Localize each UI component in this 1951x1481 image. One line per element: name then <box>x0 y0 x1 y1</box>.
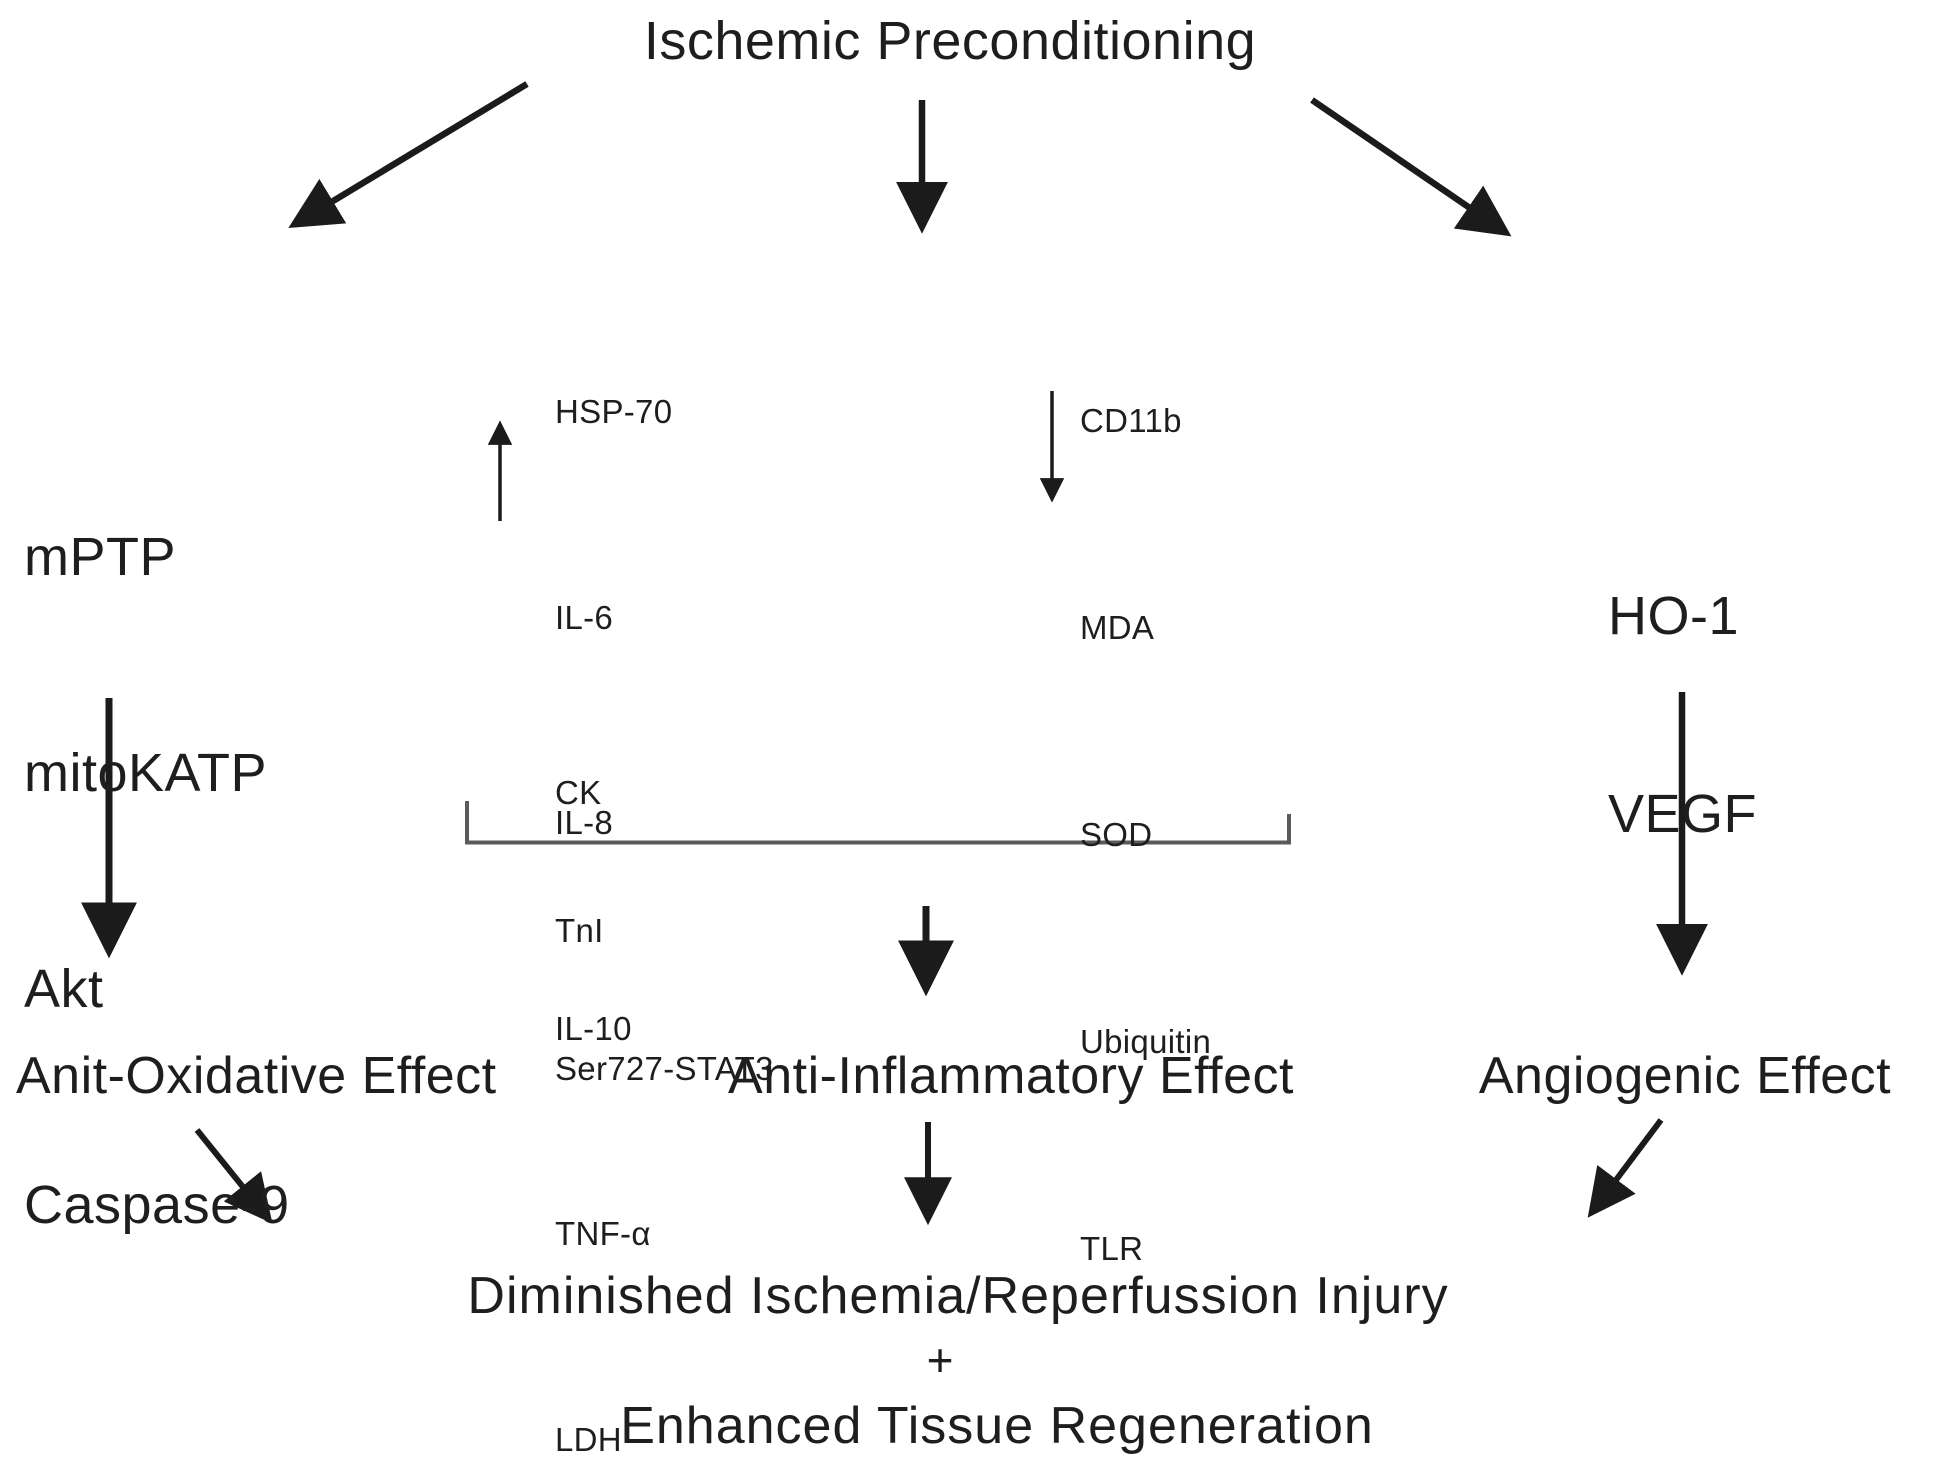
marker-label: TNF-α <box>555 1215 651 1252</box>
marker-label: CD11b <box>1080 402 1182 439</box>
effect-label-antiinflammatory: Anti-Inflammatory Effect <box>728 1047 1294 1105</box>
right-mediators-list: HO-1 VEGF <box>1608 451 1757 979</box>
marker-label: IL-10 <box>555 1009 632 1047</box>
mediator-label: VEGF <box>1608 784 1758 844</box>
arrow-angiogenic-to-outcome <box>1587 1118 1664 1218</box>
effect-label-antioxidative: Anit-Oxidative Effect <box>16 1047 497 1105</box>
marker-label: TLR <box>1080 1230 1144 1267</box>
left-mediators-list: mPTP mitoKATP Akt Caspase-9 <box>24 377 290 1385</box>
mediator-label: mPTP <box>24 527 177 587</box>
marker-label: IL-8 <box>555 804 614 841</box>
outcome-line-injury: Diminished Ischemia/Reperfussion Injury <box>467 1267 1449 1325</box>
plus-sign: + <box>926 1334 954 1386</box>
marker-label: Ubiquitin <box>1080 1023 1212 1060</box>
arrow-title-to-left-pathway <box>288 81 529 229</box>
center-upregulated-list: HSP-70 IL-6 IL-8 IL-10 TNF-α LDH <box>555 241 672 1481</box>
mediator-label: mitoKATP <box>24 743 268 803</box>
outcome-line-regeneration: Enhanced Tissue Regeneration <box>620 1397 1374 1455</box>
center-upregulated-list-cardiac: CK TnI Ser727-STAT3 <box>555 678 774 1184</box>
diagram-title: Ischemic Preconditioning <box>643 11 1257 71</box>
mediator-label: Caspase-9 <box>24 1175 290 1235</box>
arrow-title-to-right-pathway <box>1310 97 1512 237</box>
marker-label: HSP-70 <box>555 393 673 430</box>
mediator-label: HO-1 <box>1608 586 1740 646</box>
marker-label: Ser727-STAT3 <box>555 1050 774 1087</box>
mediator-label: Akt <box>24 959 104 1019</box>
marker-label: TnI <box>555 912 604 949</box>
marker-label: CK <box>555 774 602 811</box>
effect-label-angiogenic: Angiogenic Effect <box>1478 1047 1892 1105</box>
marker-label: LDH <box>555 1420 622 1458</box>
marker-label: MDA <box>1080 609 1155 646</box>
marker-label: IL-6 <box>555 598 614 636</box>
marker-label: SOD <box>1080 816 1153 853</box>
center-downregulated-list: CD11b MDA SOD Ubiquitin TLR <box>1080 248 1211 1421</box>
